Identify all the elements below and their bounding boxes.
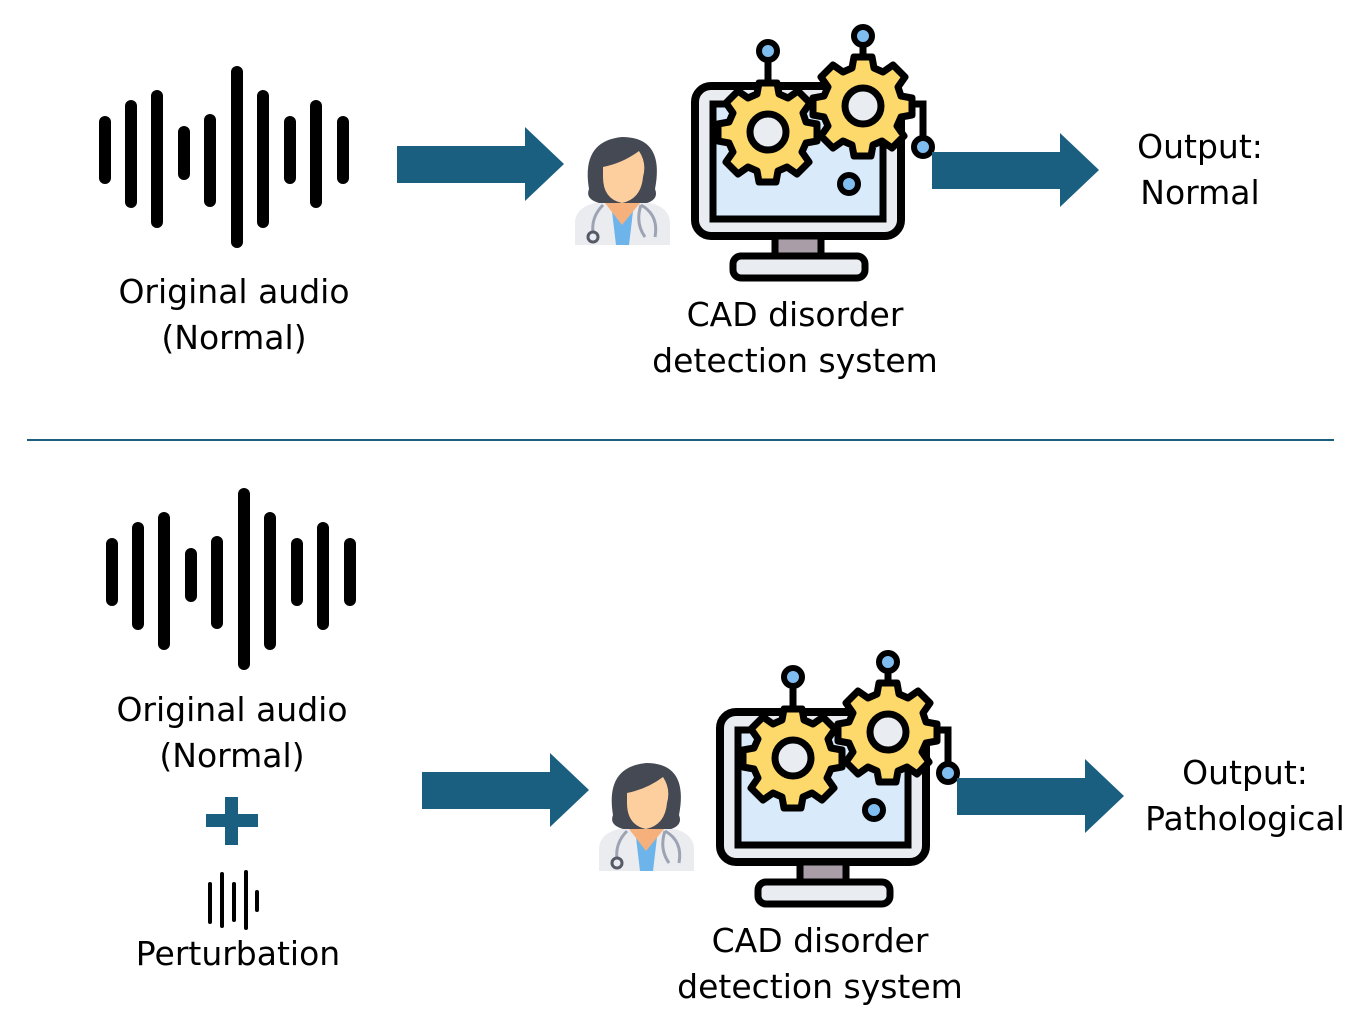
output-label: Output: Normal — [1137, 127, 1263, 212]
input-label: Original audio (Normal) — [116, 690, 348, 775]
arrow-icon — [397, 127, 564, 201]
waveform-icon — [103, 484, 363, 684]
arrow-icon — [932, 133, 1099, 207]
divider — [27, 439, 1334, 441]
perturbation-waveform-icon — [208, 870, 259, 930]
doctor-icon — [597, 761, 696, 873]
system-label: CAD disorder detection system — [677, 921, 963, 1006]
plus-icon — [206, 797, 258, 845]
output-label: Output: Pathological — [1145, 753, 1345, 838]
arrow-icon — [422, 753, 589, 827]
cad-system-icon — [708, 650, 958, 900]
input-label: Original audio (Normal) — [118, 272, 350, 357]
arrow-icon — [957, 759, 1124, 833]
perturbation-label: Perturbation — [135, 934, 341, 973]
cad-system-icon — [683, 24, 933, 274]
waveform-icon — [96, 62, 356, 262]
system-label: CAD disorder detection system — [652, 295, 938, 380]
doctor-icon — [573, 135, 672, 247]
